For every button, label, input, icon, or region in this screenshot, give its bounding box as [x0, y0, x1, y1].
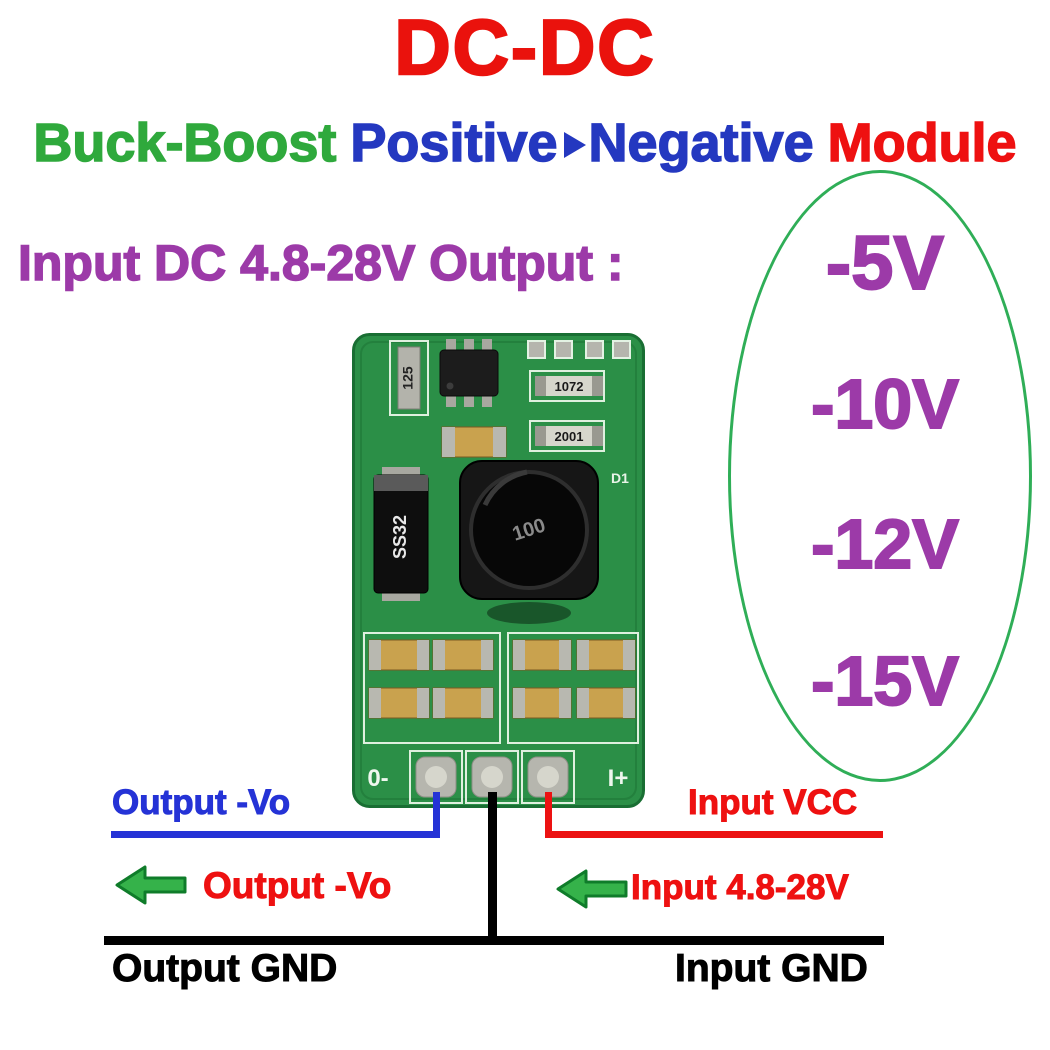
inductor: 100	[459, 460, 599, 600]
marking-2001: 2001	[555, 429, 584, 444]
component-125: 125	[389, 340, 429, 416]
output-option-minus-5v: -5V	[825, 220, 945, 307]
gnd-bus-wire	[104, 936, 884, 945]
component-2001: 2001	[529, 420, 605, 452]
pcb-inner-shade	[360, 341, 637, 800]
left-arrow-icon	[115, 865, 187, 905]
inductor-shadow	[487, 602, 571, 624]
subtitle-buck-boost: Buck-Boost	[33, 112, 338, 174]
output-vo-wire-horizontal	[111, 831, 440, 838]
input-vcc-wire-horizontal	[545, 831, 883, 838]
output-gnd-label: Output GND	[111, 947, 338, 991]
input-vcc-wire-vertical	[545, 792, 552, 838]
diode-ss32: SS32	[373, 467, 429, 601]
input-range-arrow-label: Input 4.8-28V	[631, 868, 850, 908]
subtitle-positive: Positive	[350, 112, 559, 174]
capacitor-group-right	[507, 632, 639, 744]
output-option-minus-12v: -12V	[810, 504, 960, 584]
ic-sot23	[439, 339, 499, 407]
subtitle-negative: Negative	[588, 112, 815, 174]
right-arrowhead-icon	[563, 131, 586, 158]
gnd-wire-vertical	[488, 792, 497, 943]
output-option-minus-10v: -10V	[810, 364, 960, 444]
output-options-ellipse	[728, 170, 1032, 782]
marking-pad-positive: I+	[608, 765, 629, 792]
input-gnd-label: Input GND	[675, 947, 869, 991]
output-vo-arrow-label: Output -Vo	[202, 865, 392, 907]
solder-pads-top	[527, 340, 631, 359]
marking-125: 125	[400, 366, 416, 390]
output-option-minus-15v: -15V	[810, 641, 960, 721]
output-vo-wire-vertical	[433, 792, 440, 838]
marking-1072: 1072	[555, 379, 584, 394]
bottom-pads: 0- I+	[367, 750, 629, 804]
output-vo-pin-label: Output -Vo	[111, 783, 291, 823]
component-1072: 1072	[529, 370, 605, 402]
marking-ss32: SS32	[390, 515, 410, 559]
input-output-spec: Input DC 4.8-28V Output :	[17, 234, 624, 292]
page-title: DC-DC	[393, 2, 656, 93]
input-vcc-pin-label: Input VCC	[687, 783, 858, 823]
capacitor-group-left	[363, 632, 501, 744]
marking-pad-negative: 0-	[367, 765, 388, 792]
capacitor-top	[441, 426, 507, 458]
subtitle-module: Module	[827, 112, 1017, 174]
pcb-module-photo: 125 1072	[352, 333, 645, 808]
left-arrow-icon	[556, 869, 628, 909]
silkscreen-d1: D1	[611, 470, 629, 486]
